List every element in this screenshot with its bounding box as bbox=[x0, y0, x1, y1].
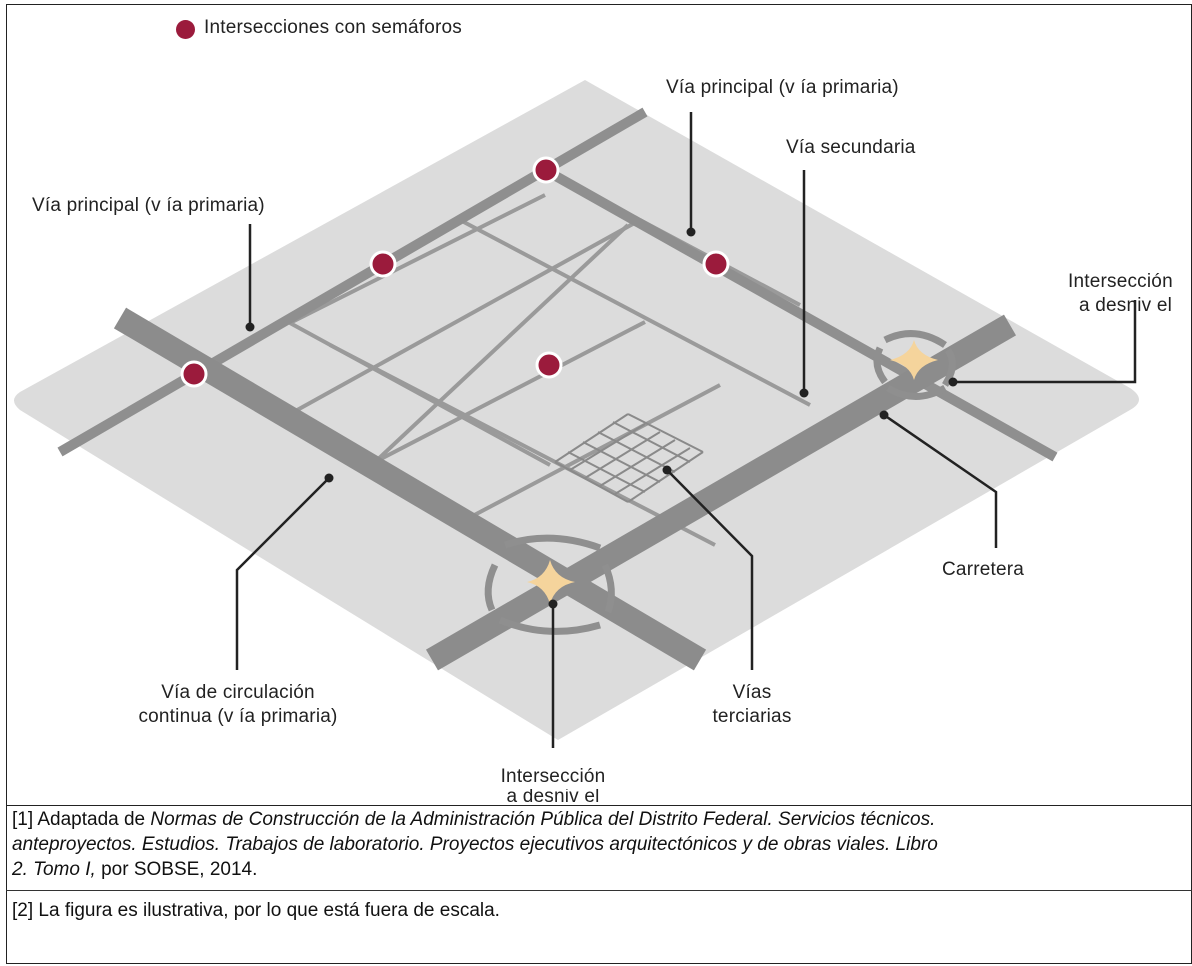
road-network-svg bbox=[14, 80, 1139, 748]
interchange-star-right bbox=[890, 340, 938, 380]
note-source-title-a: Normas de Construcción de la Administrac… bbox=[150, 809, 936, 830]
ground-plate bbox=[14, 80, 1139, 740]
signal-marker bbox=[535, 351, 563, 379]
note-source-title-c: 2. Tomo I, bbox=[12, 859, 96, 880]
leader-dots bbox=[245, 227, 958, 609]
label-circulacion-1: Vía de circulación bbox=[161, 682, 315, 703]
interchange-ramps-bottom bbox=[484, 534, 615, 635]
note-source-line2: anteproyectos. Estudios. Trabajos de lab… bbox=[12, 833, 938, 857]
label-interseccion-right-1: Intersección bbox=[1068, 271, 1173, 292]
label-terciarias-2: terciarias bbox=[712, 706, 792, 727]
label-via-principal-left: Vía principal (v ía primaria) bbox=[32, 195, 265, 216]
label-circulacion-2: continua (v ía primaria) bbox=[138, 706, 338, 727]
note-source-title-b: anteproyectos. Estudios. Trabajos de lab… bbox=[12, 834, 938, 855]
label-interseccion-bottom-2: a desniv el bbox=[506, 789, 600, 805]
label-via-secundaria: Vía secundaria bbox=[786, 137, 916, 158]
signal-marker bbox=[532, 156, 560, 184]
legend-signal-dot bbox=[176, 20, 195, 39]
label-carretera: Carretera bbox=[942, 559, 1025, 580]
signal-markers bbox=[180, 156, 730, 388]
note-source-line3: 2. Tomo I, por SOBSE, 2014. bbox=[12, 858, 257, 882]
label-via-principal-top: Vía principal (v ía primaria) bbox=[666, 77, 899, 98]
road-network-diagram: Intersecciones con semáforos Vía princip… bbox=[14, 17, 1173, 805]
interchange-star-bottom bbox=[527, 560, 575, 604]
legend-label: Intersecciones con semáforos bbox=[204, 17, 462, 38]
signal-marker bbox=[702, 250, 730, 278]
note-source-suffix: por SOBSE, 2014. bbox=[95, 859, 258, 880]
leader-lines bbox=[235, 112, 1137, 748]
label-interseccion-right-2: a desniv el bbox=[1079, 295, 1173, 316]
interchange-ramps-right bbox=[873, 330, 956, 400]
figure-notes-separator bbox=[6, 805, 1192, 806]
signal-marker bbox=[180, 360, 208, 388]
label-terciarias-1: Vías bbox=[732, 682, 772, 703]
note-source-line1: [1] Adaptada de Normas de Construcción d… bbox=[12, 808, 935, 832]
figure-notes: [1] Adaptada de Normas de Construcción d… bbox=[6, 806, 1192, 964]
notes-divider bbox=[6, 890, 1192, 891]
label-interseccion-bottom-1: Intersección bbox=[500, 766, 606, 787]
note-source-prefix: [1] Adaptada de bbox=[12, 809, 151, 830]
main-roads bbox=[113, 307, 1017, 671]
signal-marker bbox=[369, 250, 397, 278]
fine-tertiary-grid bbox=[554, 413, 704, 503]
note-scale: [2] La figura es ilustrativa, por lo que… bbox=[12, 900, 500, 921]
tertiary-grid bbox=[289, 193, 811, 547]
